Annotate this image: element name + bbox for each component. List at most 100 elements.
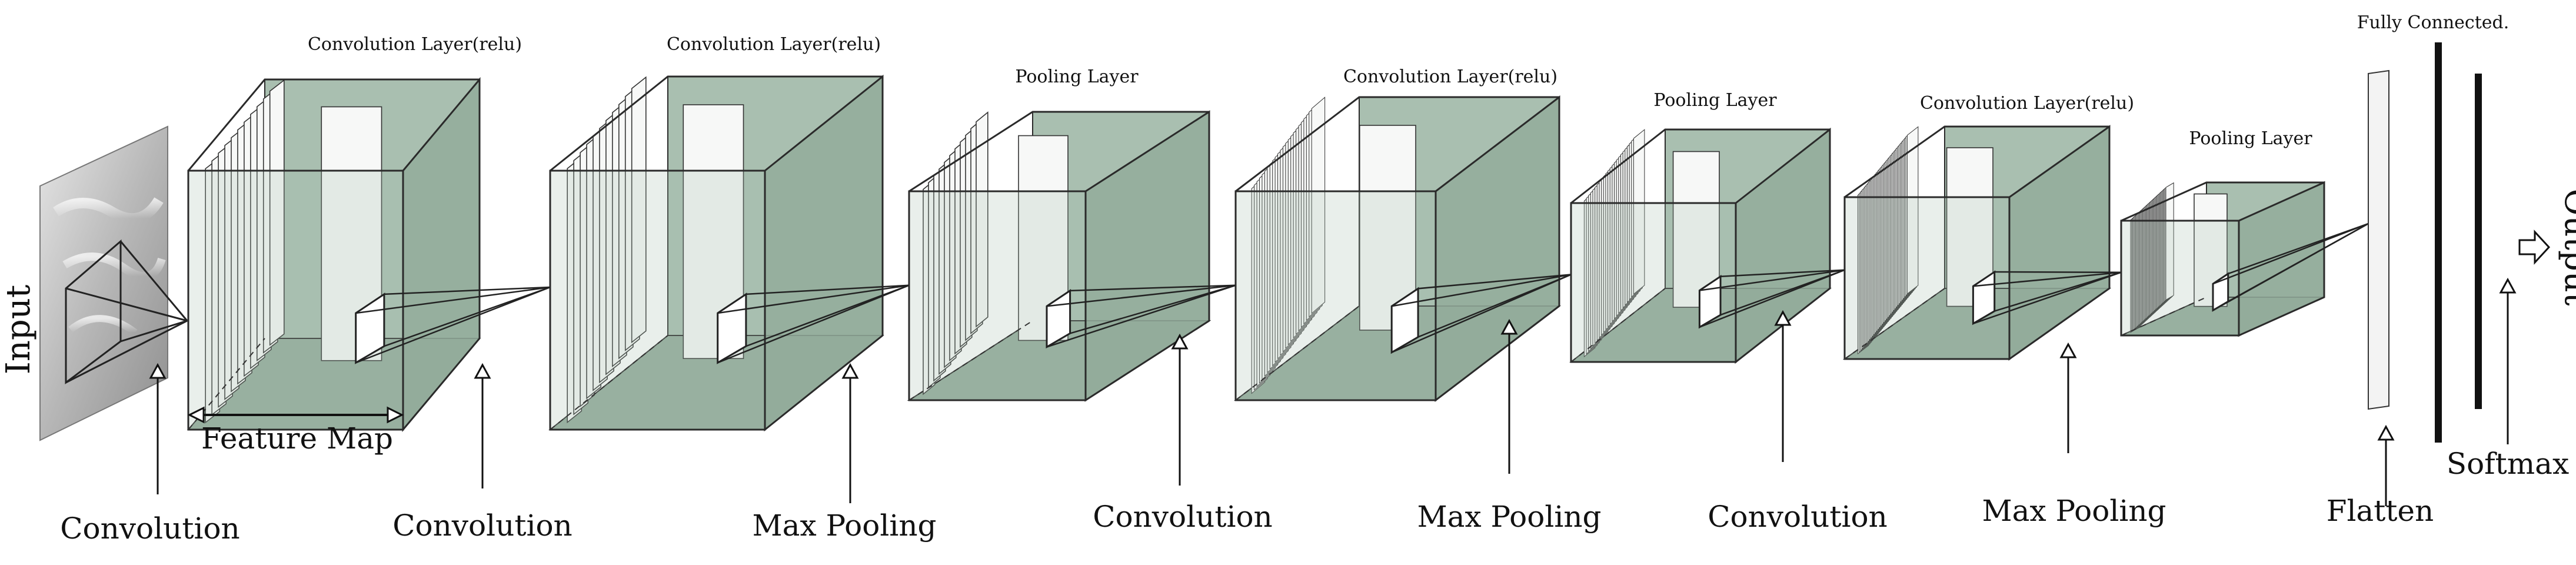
operation-4: Convolution <box>1093 333 1273 534</box>
block-hidden-edge <box>2121 297 2207 336</box>
operation-arrow-head <box>2059 342 2077 358</box>
projection-line <box>2228 222 2369 275</box>
projection-line <box>355 286 551 314</box>
block-right-face <box>2238 181 2325 337</box>
block-top-edge <box>2121 181 2324 222</box>
layer-blocks: Convolution Layer(relu) Convolution Layer… <box>187 34 2369 433</box>
layer-block-1: Convolution Layer(relu) <box>187 34 551 433</box>
operation-label: Convolution <box>1708 500 1888 534</box>
feature-map-label: Feature Map <box>201 421 393 456</box>
operation-label: Convolution <box>392 508 573 543</box>
operation-3: Max Pooling <box>752 363 937 543</box>
layer-block-6: Convolution Layer(relu) <box>1842 93 2134 361</box>
layer-title: Pooling Layer <box>1015 67 1139 87</box>
projection-line <box>745 284 910 347</box>
layer-block-7: Pooling Layer <box>2120 128 2369 337</box>
input-label: Input <box>0 284 38 374</box>
operation-arrow-head <box>2499 277 2517 294</box>
operation-arrow-head <box>2377 424 2395 441</box>
block-front-face <box>549 170 766 431</box>
projection-line <box>1070 284 1236 292</box>
projection-line <box>1973 271 2122 287</box>
operation-label: Convolution <box>60 511 240 546</box>
block-top-edge <box>1235 96 1559 192</box>
operation-7: Max Pooling <box>1982 342 2166 528</box>
layer-title: Pooling Layer <box>1653 90 1777 111</box>
projection-line <box>1720 269 1845 277</box>
flatten-vector <box>2368 69 2389 410</box>
operation-1: Convolution <box>60 363 240 546</box>
layer-block-4: Convolution Layer(relu) <box>1234 67 1572 403</box>
feature-map-arrow <box>187 406 404 424</box>
fully-connected-layer <box>2435 42 2482 443</box>
projection-line <box>745 284 910 295</box>
block-hidden-edge <box>1570 288 1666 363</box>
layer-block-5: Pooling Layer <box>1569 90 1845 364</box>
operation-8: Flatten <box>2327 424 2434 528</box>
block-hidden-edge <box>550 335 668 430</box>
operation-label: Softmax <box>2447 447 2569 481</box>
operation-label: Max Pooling <box>1417 500 1601 534</box>
operation-label: Flatten <box>2327 494 2434 528</box>
operation-5: Max Pooling <box>1417 318 1602 534</box>
block-front-face <box>908 190 1087 401</box>
operation-arrow-head <box>474 363 491 379</box>
projection-line <box>1699 269 1845 291</box>
block-top-edge <box>550 75 883 172</box>
layer-title: Convolution Layer(relu) <box>308 34 522 55</box>
fully-connected-label: Fully Connected. <box>2357 12 2510 33</box>
output-arrow <box>2518 230 2551 265</box>
feature-map-slice <box>1633 129 1645 295</box>
projection-line <box>2212 222 2369 311</box>
operation-arrow-head <box>1171 333 1189 350</box>
block-front-face <box>2120 220 2240 337</box>
operation-arrow-head <box>1774 310 1792 326</box>
operation-arrow-head <box>149 363 167 379</box>
operation-arrow-head <box>1500 318 1518 335</box>
projection-line <box>2212 222 2369 285</box>
projection-line <box>384 286 551 295</box>
layer-title: Convolution Layer(relu) <box>1920 93 2134 114</box>
block-front-face <box>1234 190 1437 401</box>
projection-line <box>717 284 910 364</box>
projection-line <box>355 286 551 364</box>
operation-arrow-head <box>841 363 859 379</box>
projection-line <box>1391 274 1572 353</box>
block-front-face <box>187 170 404 431</box>
feature-map-slice <box>269 79 285 346</box>
projection-line <box>1699 269 1845 328</box>
projection-line <box>1417 274 1572 290</box>
operation-label: Max Pooling <box>1982 494 2166 528</box>
projection-line <box>1070 284 1236 334</box>
projection-line <box>384 286 551 347</box>
block-front-face <box>1843 196 2011 360</box>
layer-title: Convolution Layer(relu) <box>1343 67 1557 87</box>
block-top-edge <box>1570 128 1830 204</box>
block-right-face <box>1084 110 1210 402</box>
operation-2: Convolution <box>392 363 573 543</box>
block-top-edge <box>187 78 480 171</box>
operation-6: Convolution <box>1708 310 1888 534</box>
projection-line <box>717 284 910 314</box>
projection-line <box>1391 274 1572 307</box>
block-hidden-edge <box>188 338 265 430</box>
block-top-edge <box>1844 125 2109 198</box>
block-right-face <box>402 77 481 433</box>
feature-map-slice <box>1906 126 1919 295</box>
operation-label: Max Pooling <box>752 508 936 543</box>
input-image <box>39 125 188 441</box>
projection-line <box>1972 271 2122 324</box>
feature-map-slice <box>631 76 647 344</box>
projection-line <box>1046 284 1236 307</box>
layer-block-2: Convolution Layer(relu) <box>548 34 910 432</box>
feature-map-slice <box>2165 182 2174 301</box>
projection-line <box>1046 284 1236 348</box>
block-right-face <box>2008 125 2111 361</box>
operation-label: Convolution <box>1093 500 1273 534</box>
feature-map-slice <box>976 111 989 328</box>
projection-line <box>1994 271 2122 312</box>
block-top-edge <box>908 111 1209 192</box>
layer-block-3: Pooling Layer <box>907 67 1236 402</box>
